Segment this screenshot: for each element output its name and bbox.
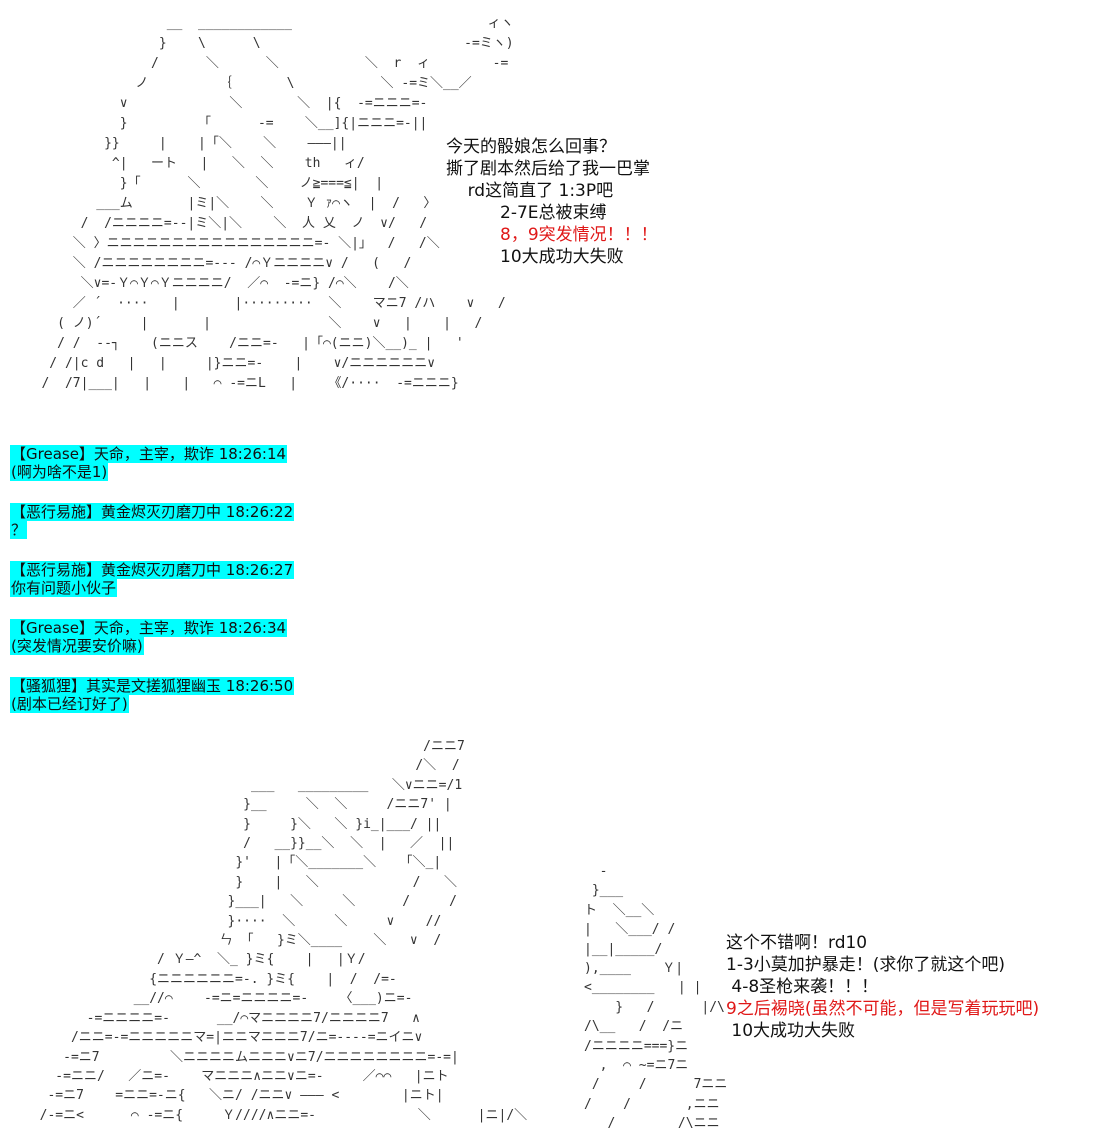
dice-line: rd这简直了 1:3P吧 <box>446 181 614 201</box>
chat-message-body: (突发情况要安价嘛) <box>10 637 144 655</box>
dice-line: 8，9突发情况！！！ <box>446 225 658 245</box>
chat-message: 【Grease】天命，主宰，欺诈 18:26:14(啊为啥不是1) <box>10 445 510 503</box>
dice-table-top: 今天的骰娘怎么回事？撕了剧本然后给了我一巴掌 rd这简直了 1:3P吧 2-7E… <box>446 136 658 268</box>
chat-message-header: 【骚狐狸】其实是文搓狐狸幽玉 18:26:50 <box>10 677 295 695</box>
dice-line: 10大成功大失败 <box>446 247 624 267</box>
chat-message-header: 【Grease】天命，主宰，欺诈 18:26:34 <box>10 619 288 637</box>
ascii-art-top: __ ____________ ィヽ } \ \ -=ミヽ) / ＼ ＼ ＼ r… <box>41 16 514 391</box>
chat-message-header: 【恶行易施】黄金烬灭刃磨刀中 18:26:27 <box>10 561 295 579</box>
chat-message-body: (剧本已经订好了) <box>10 695 129 713</box>
chat-message-body: ？ <box>10 521 28 539</box>
ascii-art-bottom: /ニニ7 /＼ / ___ _________ ＼∨ニニ=/1 }__ ＼ ＼ … <box>39 739 528 1123</box>
dice-line: 2-7E总被束缚 <box>446 203 607 223</box>
ascii-art-bottom-right: - }___ ト ＼__＼ | ＼___/ / |__|_____/ ),___… <box>584 864 728 1132</box>
chat-message: 【恶行易施】黄金烬灭刃磨刀中 18:26:22？ <box>10 503 510 561</box>
dice-line: 今天的骰娘怎么回事？ <box>446 137 616 157</box>
dice-line: 9之后裼晓(虽然不可能，但是写着玩玩吧) <box>726 999 1040 1019</box>
chat-message-header: 【Grease】天命，主宰，欺诈 18:26:14 <box>10 445 288 463</box>
chat-log: 【Grease】天命，主宰，欺诈 18:26:14(啊为啥不是1)【恶行易施】黄… <box>10 445 510 735</box>
dice-line: 1-3小莫加护暴走！(求你了就这个吧) <box>726 955 1006 975</box>
chat-message: 【Grease】天命，主宰，欺诈 18:26:34(突发情况要安价嘛) <box>10 619 510 677</box>
chat-message-body: (啊为啥不是1) <box>10 463 109 481</box>
chat-message: 【骚狐狸】其实是文搓狐狸幽玉 18:26:50(剧本已经订好了) <box>10 677 510 735</box>
dice-line: 这个不错啊！rd10 <box>726 933 868 953</box>
dice-line: 10大成功大失败 <box>726 1021 856 1041</box>
chat-message-body: 你有问题小伙子 <box>10 579 118 597</box>
chat-message-header: 【恶行易施】黄金烬灭刃磨刀中 18:26:22 <box>10 503 295 521</box>
dice-line: 4-8圣枪来袭！！！ <box>726 977 879 997</box>
dice-line: 撕了剧本然后给了我一巴掌 <box>446 159 650 179</box>
